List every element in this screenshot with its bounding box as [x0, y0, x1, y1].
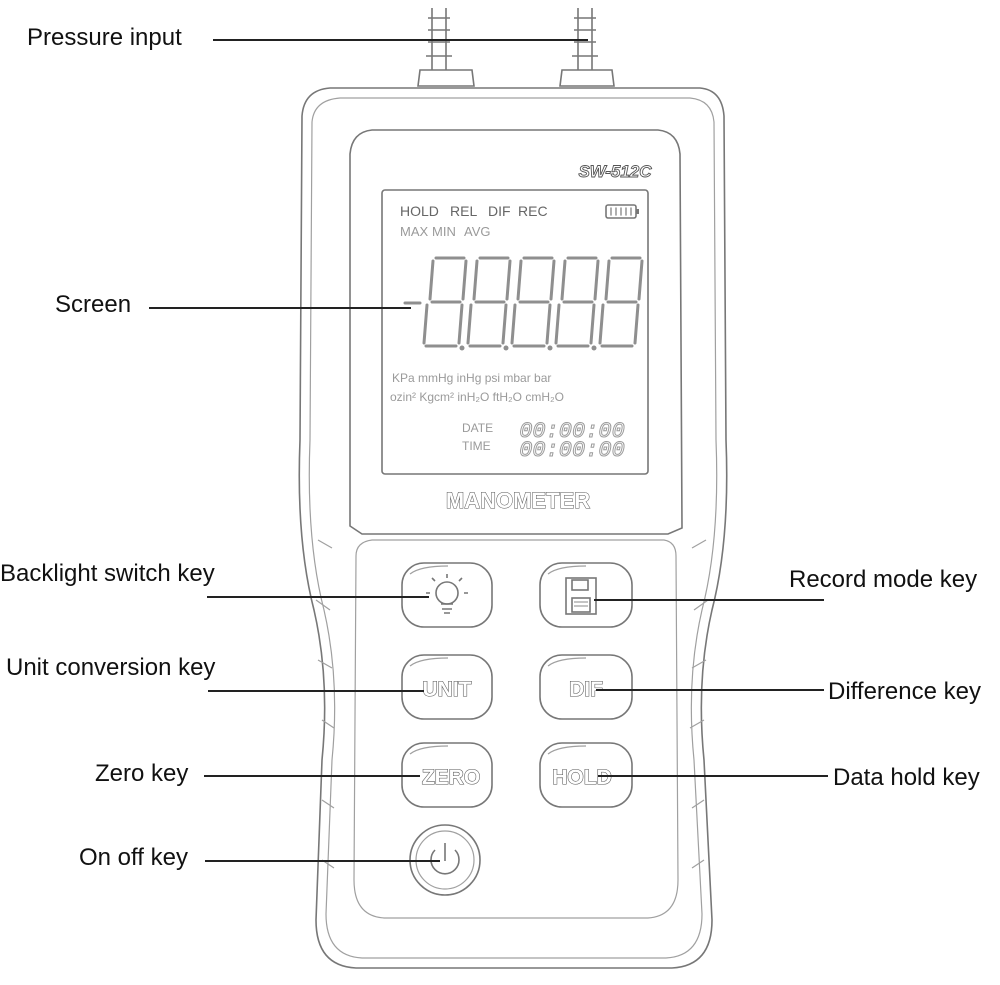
lcd-digit-4 — [554, 256, 600, 348]
pressure-nozzles — [417, 8, 615, 87]
hold-key-label: HOLD — [552, 766, 612, 789]
device-name: MANOMETER — [446, 488, 590, 513]
lcd-max: MAX — [400, 224, 429, 239]
lcd-hold: HOLD — [400, 203, 439, 219]
leader-zero-key — [204, 775, 420, 777]
lcd-date-label: DATE — [462, 421, 493, 435]
leader-data-hold-key — [598, 775, 828, 777]
leader-unit-conversion-key — [208, 690, 424, 692]
unit-key-label: UNIT — [423, 678, 472, 701]
dif-key[interactable]: DIF — [539, 654, 633, 720]
callout-backlight-switch-key: Backlight switch key — [0, 560, 215, 587]
leader-screen — [149, 307, 411, 309]
lcd-time-label: TIME — [462, 439, 491, 453]
lcd-rec: REC — [518, 203, 548, 219]
lcd-avg: AVG — [464, 224, 491, 239]
keypad-panel — [353, 539, 679, 919]
lcd-panel — [381, 189, 649, 475]
model-label: SW-512C — [578, 162, 652, 181]
callout-pressure-input: Pressure input — [27, 24, 182, 51]
dif-key-label: DIF — [569, 678, 603, 701]
lcd-dif: DIF — [488, 203, 511, 219]
lcd-date-value: 00:00:00 — [519, 419, 625, 444]
callout-zero-key: Zero key — [95, 760, 189, 787]
lcd-units-row-1: KPa mmHg inHg psi mbar bar — [392, 371, 551, 385]
leader-on-off-key — [205, 860, 440, 862]
hold-key[interactable]: HOLD — [539, 742, 633, 808]
lcd-status-row-2: MAX MIN AVG — [400, 224, 491, 239]
callout-difference-key: Difference key — [828, 678, 981, 705]
power-icon — [430, 843, 460, 875]
lcd-min: MIN — [432, 224, 456, 239]
unit-key[interactable]: UNIT — [401, 654, 493, 720]
lcd-digit-3 — [510, 256, 556, 348]
leader-record-mode-key — [594, 599, 824, 601]
callout-data-hold-key: Data hold key — [833, 764, 980, 791]
lcd-time-value: 00:00:00 — [519, 438, 625, 463]
lcd-digit-2 — [466, 256, 512, 348]
device-housing — [298, 87, 728, 969]
record-mode-key[interactable] — [539, 562, 633, 628]
lcd-rel: REL — [450, 203, 477, 219]
lcd-digit-1 — [422, 256, 468, 348]
bulb-icon — [426, 574, 468, 614]
leader-pressure-input — [213, 39, 588, 41]
lcd-decimal-point — [503, 345, 509, 351]
lcd-main-digits — [403, 256, 644, 351]
zero-key[interactable]: ZERO — [401, 742, 493, 808]
lcd-decimal-point — [591, 345, 597, 351]
lcd-decimal-point — [459, 345, 465, 351]
callout-unit-conversion-key: Unit conversion key — [6, 654, 216, 681]
floppy-disk-icon — [565, 577, 597, 615]
lcd-units-row-2: ozin² Kgcm² inH₂O ftH₂O cmH₂O — [390, 390, 564, 404]
leader-backlight-switch-key — [207, 596, 429, 598]
battery-icon — [605, 204, 639, 219]
housing-inner-edge — [308, 97, 718, 959]
lcd-digit-5 — [598, 256, 644, 348]
screen-frame — [349, 129, 683, 535]
lcd-decimal-point — [547, 345, 553, 351]
callout-screen: Screen — [55, 291, 132, 318]
zero-key-label: ZERO — [422, 766, 480, 789]
side-grip-marks — [315, 539, 709, 869]
callout-on-off-key: On off key — [79, 844, 188, 871]
lcd-status-row-1: HOLD REL DIF REC — [400, 203, 548, 219]
leader-difference-key — [596, 689, 824, 691]
backlight-key[interactable] — [401, 562, 493, 628]
callout-record-mode-key: Record mode key — [789, 566, 978, 593]
